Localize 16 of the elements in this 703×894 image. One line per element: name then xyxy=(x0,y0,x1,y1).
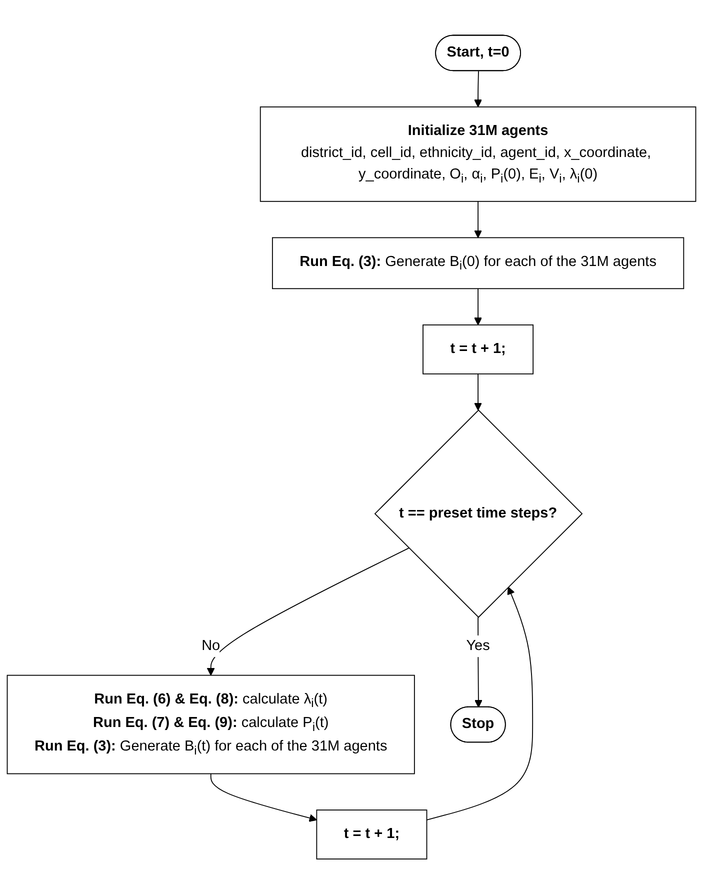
arrow xyxy=(474,70,482,108)
node-diamond: t == preset time steps? xyxy=(374,409,583,618)
arrow xyxy=(474,288,482,326)
arrow xyxy=(426,586,534,820)
node-box: Run Eq. (3): Generate B$_{i}$(0) for each of the 31M agents xyxy=(272,237,684,289)
edge-label: No xyxy=(202,638,220,654)
arrow xyxy=(206,547,410,676)
edge-label: Yes xyxy=(466,638,490,654)
node-box: Initialize 31M agents district_id, cell_id, ethnicity_id, agent_id, x_coordinate, y_coordinate, O$_{i}$, α$_{i}$, P$_{i}$(0), E$_{i}$, V$_{i}$, λ$_{i}$(0) xyxy=(260,106,696,202)
arrow xyxy=(474,616,482,708)
arrow xyxy=(474,200,482,238)
arrow xyxy=(474,373,482,410)
node-box: t = t + 1; xyxy=(316,809,428,860)
arrow xyxy=(210,773,318,822)
node-box: Run Eq. (6) & Eq. (8): calculate λ$_{i}$(t) Run Eq. (7) & Eq. (9): calculate P$_{i}$(t) Run Eq. (3): Generate B$_{i}$(t) for each of the 31M agents xyxy=(6,674,415,774)
node-box: t = t + 1; xyxy=(422,324,534,374)
